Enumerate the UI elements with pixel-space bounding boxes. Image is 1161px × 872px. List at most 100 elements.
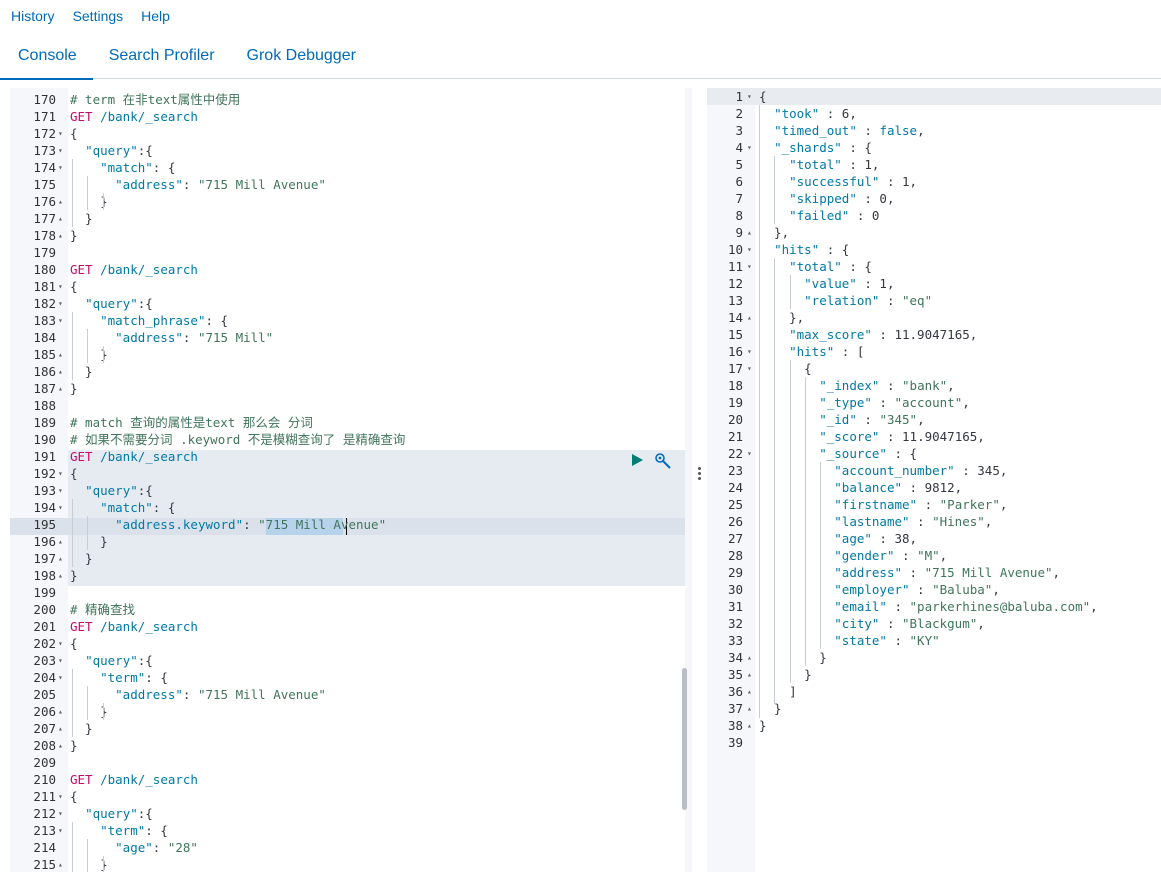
fold-open-icon[interactable]: ▾ xyxy=(58,826,63,835)
editor-line: 177▴ } xyxy=(10,210,692,227)
code-token: { xyxy=(70,466,78,481)
code-token: GET xyxy=(70,262,93,277)
fold-close-icon[interactable]: ▴ xyxy=(58,860,63,869)
code-token: "28" xyxy=(167,840,198,855)
fold-open-icon[interactable]: ▾ xyxy=(58,673,63,682)
fold-close-icon[interactable]: ▴ xyxy=(58,214,63,223)
code-token: "query" xyxy=(85,806,138,821)
line-number: 191 xyxy=(33,449,56,464)
fold-close-icon[interactable]: ▴ xyxy=(747,228,752,237)
fold-close-icon[interactable]: ▴ xyxy=(58,537,63,546)
fold-open-icon[interactable]: ▾ xyxy=(58,809,63,818)
tab-console[interactable]: Console xyxy=(0,32,93,80)
fold-close-icon[interactable]: ▴ xyxy=(58,350,63,359)
code-text: "_source" : { xyxy=(759,445,917,462)
fold-close-icon[interactable]: ▴ xyxy=(58,724,63,733)
code-token: /bank/_search xyxy=(100,619,198,634)
indent-guide xyxy=(774,156,775,224)
code-token: "account_number" xyxy=(834,463,955,478)
fold-open-icon[interactable]: ▾ xyxy=(58,146,63,155)
fold-close-icon[interactable]: ▴ xyxy=(747,704,752,713)
line-number: 189 xyxy=(33,415,56,430)
output-line: 9▴ }, xyxy=(707,224,1161,241)
fold-open-icon[interactable]: ▾ xyxy=(58,129,63,138)
fold-close-icon[interactable]: ▴ xyxy=(58,197,63,206)
line-number: 20 xyxy=(727,412,743,427)
fold-open-icon[interactable]: ▾ xyxy=(58,299,63,308)
play-icon[interactable] xyxy=(630,453,644,467)
code-token xyxy=(70,160,100,175)
output-line: 39 xyxy=(707,734,1161,751)
code-token: "_index" xyxy=(819,378,880,393)
code-text: "term": { xyxy=(70,822,168,839)
tab-grok-debugger[interactable]: Grok Debugger xyxy=(246,47,356,64)
line-number: 35 xyxy=(727,667,743,682)
code-token: } xyxy=(70,194,108,209)
fold-close-icon[interactable]: ▴ xyxy=(58,231,63,240)
fold-close-icon[interactable]: ▴ xyxy=(747,670,752,679)
tab-search-profiler[interactable]: Search Profiler xyxy=(108,47,215,64)
fold-open-icon[interactable]: ▾ xyxy=(747,364,752,373)
code-token: "bank" xyxy=(902,378,948,393)
editor-scrollbar[interactable] xyxy=(682,668,687,810)
code-text: } xyxy=(70,856,108,872)
code-token xyxy=(759,497,834,512)
code-token: "total" xyxy=(789,259,842,274)
panel-resizer-handle[interactable] xyxy=(696,466,702,486)
fold-open-icon[interactable]: ▾ xyxy=(58,282,63,291)
code-text: } xyxy=(70,193,108,210)
response-output[interactable]: 1▾{2 "took" : 6,3 "timed_out" : false,4▾… xyxy=(707,88,1161,872)
line-number: 215 xyxy=(33,857,56,872)
fold-open-icon[interactable]: ▾ xyxy=(58,656,63,665)
fold-close-icon[interactable]: ▴ xyxy=(747,687,752,696)
fold-open-icon[interactable]: ▾ xyxy=(747,262,752,271)
fold-open-icon[interactable]: ▾ xyxy=(747,92,752,101)
wrench-icon[interactable] xyxy=(654,452,672,470)
fold-open-icon[interactable]: ▾ xyxy=(58,486,63,495)
fold-open-icon[interactable]: ▾ xyxy=(747,449,752,458)
line-number: 180 xyxy=(33,262,56,277)
fold-open-icon[interactable]: ▾ xyxy=(747,347,752,356)
fold-close-icon[interactable]: ▴ xyxy=(58,367,63,376)
menu-history[interactable]: History xyxy=(11,8,55,24)
code-token: "_score" xyxy=(819,429,880,444)
menu-settings[interactable]: Settings xyxy=(72,8,124,24)
line-number: 38 xyxy=(727,718,743,733)
fold-close-icon[interactable]: ▴ xyxy=(58,571,63,580)
fold-close-icon[interactable]: ▴ xyxy=(58,384,63,393)
editor-line: 209 xyxy=(10,754,692,771)
editor-line: 174▾ "match": { xyxy=(10,159,692,176)
line-number: 182 xyxy=(33,296,56,311)
fold-open-icon[interactable]: ▾ xyxy=(747,245,752,254)
fold-close-icon[interactable]: ▴ xyxy=(58,707,63,716)
fold-open-icon[interactable]: ▾ xyxy=(58,639,63,648)
code-text: # match 查询的属性是text 那么会 分词 xyxy=(70,414,313,431)
output-active-line xyxy=(707,88,1161,105)
line-number: 29 xyxy=(727,565,743,580)
fold-open-icon[interactable]: ▾ xyxy=(747,143,752,152)
indent-guide xyxy=(72,312,73,380)
fold-close-icon[interactable]: ▴ xyxy=(747,721,752,730)
code-token xyxy=(70,517,115,532)
fold-close-icon[interactable]: ▴ xyxy=(747,653,752,662)
fold-close-icon[interactable]: ▴ xyxy=(58,741,63,750)
fold-open-icon[interactable]: ▾ xyxy=(58,469,63,478)
fold-open-icon[interactable]: ▾ xyxy=(58,792,63,801)
code-token: "address.keyword" xyxy=(115,517,244,532)
fold-open-icon[interactable]: ▾ xyxy=(58,503,63,512)
code-text: "query":{ xyxy=(70,652,153,669)
line-number: 2 xyxy=(735,106,743,121)
code-token: "city" xyxy=(834,616,880,631)
code-token: "lastname" xyxy=(834,514,910,529)
fold-open-icon[interactable]: ▾ xyxy=(58,316,63,325)
code-text: } xyxy=(70,703,108,720)
code-token xyxy=(759,599,834,614)
menu-help[interactable]: Help xyxy=(141,8,170,24)
fold-close-icon[interactable]: ▴ xyxy=(747,313,752,322)
fold-close-icon[interactable]: ▴ xyxy=(58,554,63,563)
code-text: "_index" : "bank", xyxy=(759,377,954,394)
code-token: "gender" xyxy=(834,548,895,563)
fold-open-icon[interactable]: ▾ xyxy=(58,163,63,172)
line-number: 37 xyxy=(727,701,743,716)
